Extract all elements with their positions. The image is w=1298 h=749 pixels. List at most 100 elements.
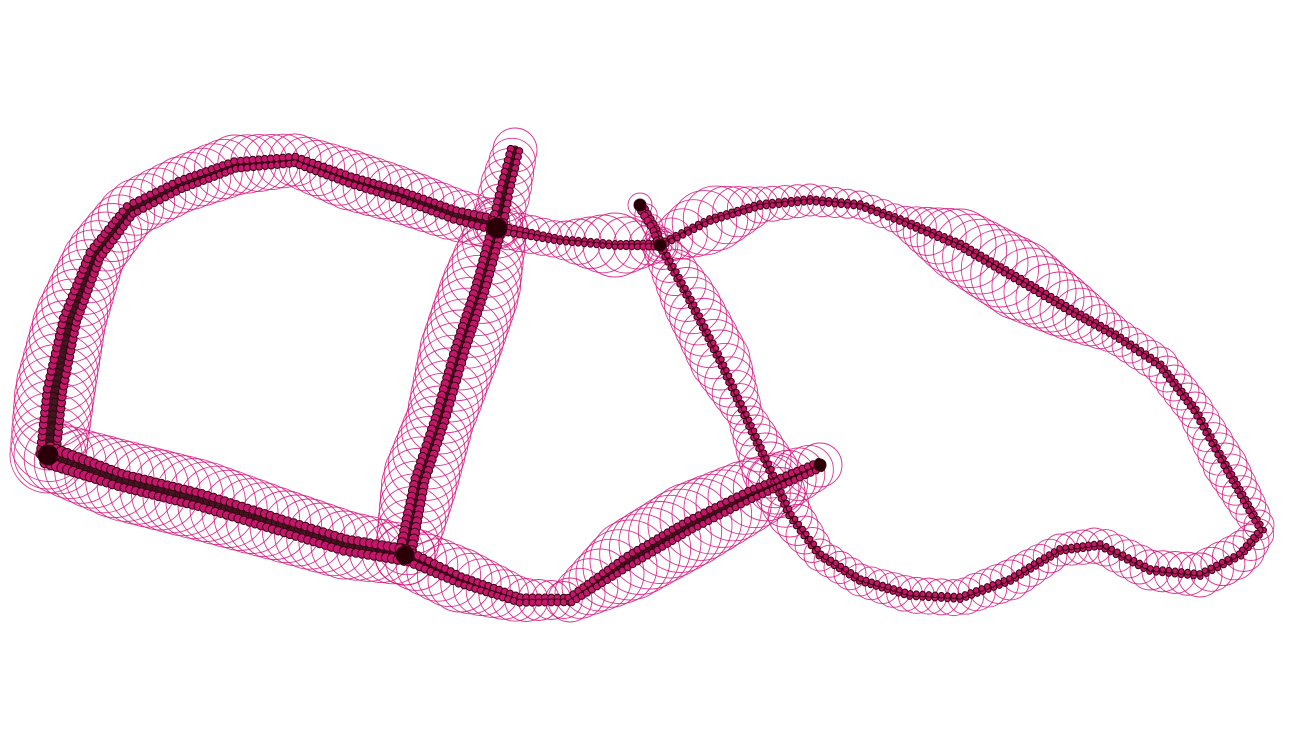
graph-node: [676, 273, 683, 281]
graph-node: [985, 261, 993, 268]
graph-node: [1075, 314, 1083, 321]
node-halo: [426, 287, 508, 369]
graph-node: [913, 590, 920, 598]
graph-node: [906, 222, 914, 230]
graph-node: [1025, 563, 1033, 570]
graph-node: [760, 449, 768, 457]
graph-node: [955, 243, 963, 251]
graph-node: [562, 238, 570, 246]
graph-node: [950, 592, 958, 600]
graph-node: [1234, 487, 1241, 495]
node-halo: [442, 244, 522, 324]
graph-node: [788, 510, 795, 518]
graph-node: [983, 583, 991, 590]
node-halo: [647, 482, 733, 568]
graph-node: [667, 257, 674, 265]
graph-node: [1242, 542, 1250, 549]
graph-node: [693, 306, 701, 314]
graph-node: [1141, 562, 1149, 570]
graph-node: [733, 389, 740, 396]
graph-node: [712, 345, 720, 352]
graph-node: [753, 433, 760, 440]
graph-node: [763, 455, 770, 462]
graph-core-edge: [658, 198, 1264, 600]
graph-node: [1035, 557, 1043, 564]
graph-node: [1105, 330, 1113, 338]
node-halo: [803, 538, 837, 572]
graph-junction-node: [653, 238, 667, 252]
graph-node: [1010, 572, 1018, 579]
graph-node: [664, 251, 671, 259]
graph-node: [725, 372, 733, 380]
graph-node: [605, 242, 613, 250]
graph-node: [1125, 554, 1132, 561]
graph-node: [831, 200, 839, 208]
node-halo: [655, 258, 707, 309]
node-halo: [843, 563, 877, 597]
graph-node: [1056, 545, 1063, 552]
graph-node: [995, 266, 1003, 274]
graph-node: [1253, 529, 1261, 537]
graph-node: [1150, 359, 1158, 367]
graph-node: [980, 258, 988, 265]
graph-node: [1040, 554, 1048, 561]
graph-node: [751, 204, 759, 212]
graph-node: [770, 471, 778, 479]
graph-node: [758, 444, 765, 451]
graph-node: [1030, 560, 1038, 567]
graph-node: [775, 482, 783, 490]
graph-node: [817, 550, 825, 558]
graph-node: [844, 202, 851, 209]
graph-node: [740, 208, 748, 215]
graph-node: [950, 241, 958, 249]
graph-node: [850, 202, 857, 210]
node-halo: [465, 563, 520, 618]
graph-node: [1085, 541, 1092, 549]
graph-node: [734, 209, 742, 217]
node-halo: [416, 542, 482, 608]
graph-node: [1055, 302, 1063, 310]
graph-node: [1205, 434, 1212, 442]
graph-node: [1015, 569, 1023, 576]
node-halo: [1111, 326, 1149, 364]
graph-node: [748, 422, 755, 429]
node-halo: [437, 255, 519, 336]
graph-node: [720, 361, 728, 369]
graph-node: [925, 591, 933, 598]
node-halo: [319, 149, 381, 211]
graph-node: [873, 580, 881, 587]
node-halo: [1039, 279, 1101, 341]
graph-node: [1114, 548, 1121, 556]
graph-node: [1020, 281, 1028, 289]
graph-node: [1193, 412, 1200, 420]
graph-node: [1050, 548, 1058, 555]
graph-node: [746, 206, 753, 214]
node-halo: [1097, 534, 1136, 573]
graph-node: [688, 295, 695, 303]
graph-node: [785, 505, 793, 513]
graph-core-edge: [43, 155, 502, 460]
node-halo: [868, 199, 898, 229]
node-halo: [697, 185, 756, 245]
graph-node: [856, 203, 863, 210]
graph-node: [970, 252, 978, 259]
graph-node: [1223, 467, 1230, 475]
node-halo: [704, 356, 756, 408]
node-halo: [554, 567, 606, 619]
graph-node: [781, 200, 789, 208]
graph-node: [1155, 362, 1163, 370]
node-halo: [331, 153, 392, 214]
node-halo: [412, 347, 488, 423]
node-halo: [628, 494, 712, 579]
graph-node: [1025, 284, 1033, 292]
node-halo: [659, 478, 743, 561]
graph-node: [1190, 407, 1197, 415]
node-halo: [1021, 543, 1059, 581]
graph-node: [699, 317, 706, 325]
graph-node: [1035, 290, 1043, 298]
node-halo: [669, 287, 728, 346]
node-halo: [388, 173, 445, 229]
graph-node: [743, 411, 750, 418]
node-halo: [651, 249, 699, 296]
